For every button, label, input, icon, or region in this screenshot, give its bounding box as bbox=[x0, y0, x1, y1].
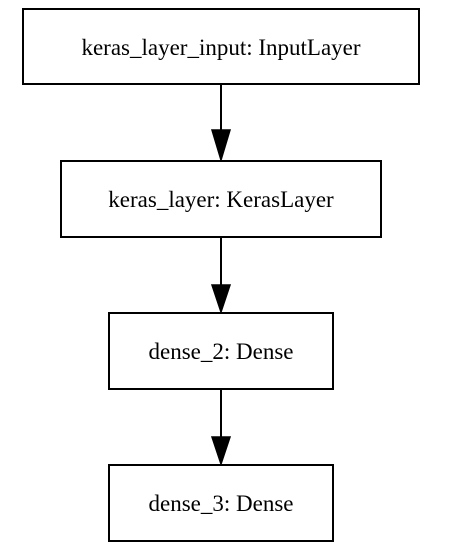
edge-input-to-keras-layer bbox=[210, 84, 232, 163]
node-label-dense-3: dense_3: Dense bbox=[149, 491, 294, 516]
node-label-keras-layer-input: keras_layer_input: InputLayer bbox=[81, 35, 360, 60]
node-label-dense-2: dense_2: Dense bbox=[149, 339, 294, 364]
node-dense-3: dense_3: Dense bbox=[108, 464, 334, 542]
node-keras-layer: keras_layer: KerasLayer bbox=[60, 160, 382, 238]
edge-keras-layer-to-dense-2 bbox=[210, 237, 232, 315]
node-dense-2: dense_2: Dense bbox=[108, 312, 334, 390]
node-label-keras-layer: keras_layer: KerasLayer bbox=[108, 187, 334, 212]
node-keras-layer-input: keras_layer_input: InputLayer bbox=[22, 8, 420, 85]
edge-dense-2-to-dense-3 bbox=[210, 389, 232, 467]
